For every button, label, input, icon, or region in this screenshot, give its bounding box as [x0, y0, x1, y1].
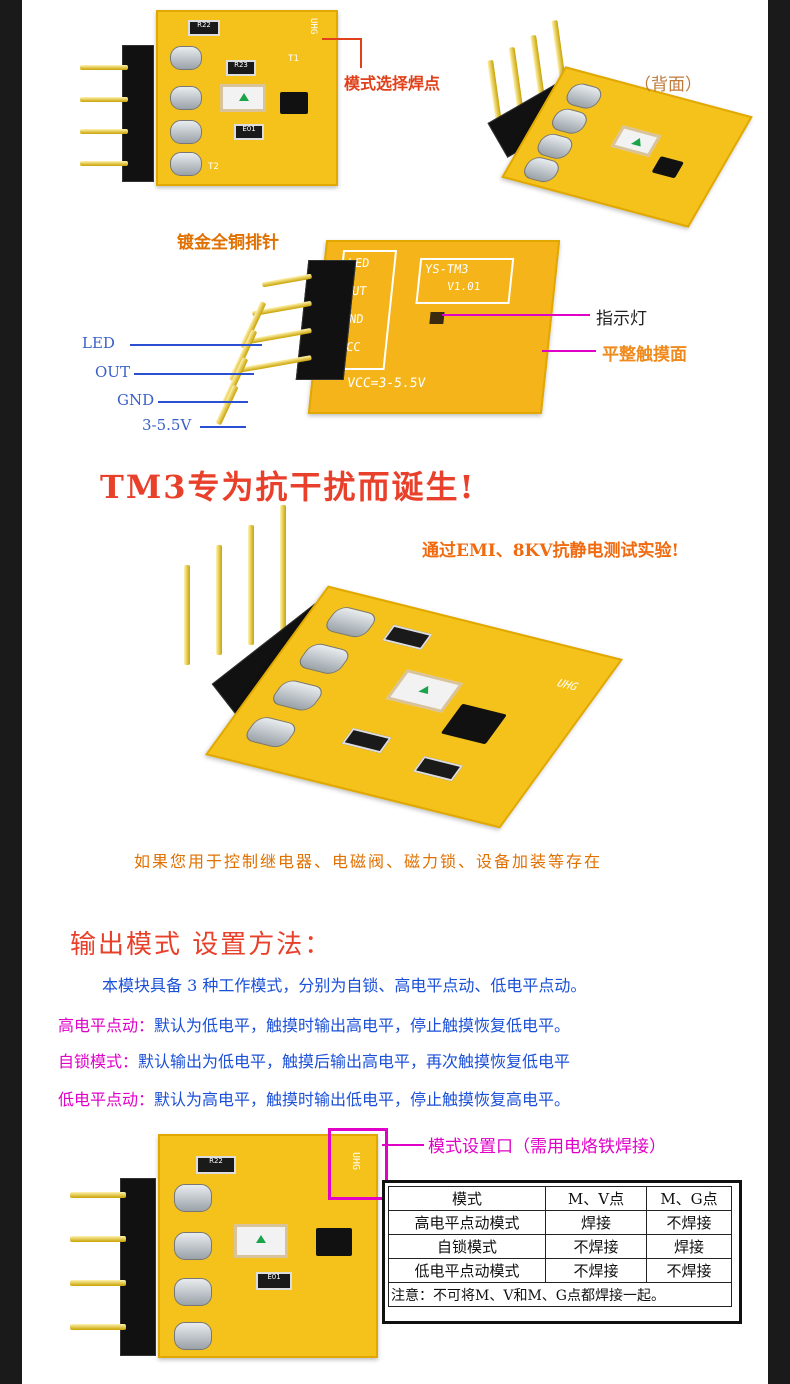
table-cell: 不焊接	[646, 1258, 732, 1283]
main-pcb: UHG	[205, 585, 623, 829]
bottom-board: R22 E01 UHG	[62, 1130, 382, 1365]
table-header-cell: 模式	[388, 1186, 546, 1211]
table-note-row: 注意：不可将M、V和M、G点都焊接一起。	[388, 1282, 732, 1307]
table-note: 注意：不可将M、V和M、G点都焊接一起。	[388, 1282, 732, 1307]
applications-text: 如果您用于控制继电器、电磁阀、磁力锁、设备加装等存在	[134, 852, 603, 871]
mode-label-high-pulse: 高电平点动：	[58, 1016, 155, 1035]
table-header-cell: M、G点	[646, 1186, 732, 1211]
bottom-silk-r22: R22	[209, 1157, 223, 1165]
resistor-r22: R22	[188, 20, 220, 36]
pinout-board: LED OUT GND VCC YS-TM3 V1.01 VCC=3-5.5V	[215, 240, 582, 440]
pin-label-gnd: GND	[117, 391, 155, 409]
table-row: 低电平点动模式 不焊接 不焊接	[388, 1258, 732, 1283]
pin-label-vcc: 3-5.5V	[142, 416, 192, 434]
mode-label-low-pulse: 低电平点动：	[58, 1090, 155, 1109]
table-cell: 焊接	[545, 1210, 647, 1235]
promo-headline: TM3专为抗干扰而诞生!	[100, 468, 476, 506]
bottom-silk-uhg: UHG	[350, 1152, 361, 1171]
table-cell: 焊接	[646, 1234, 732, 1259]
resistor-r23: R23	[226, 60, 256, 76]
indicator-label: 指示灯	[596, 309, 647, 329]
silk-t1: T1	[288, 54, 299, 64]
table-cell: 不焊接	[545, 1234, 647, 1259]
pcb: R22 R23 E01 UHG T1 T2	[156, 10, 338, 186]
table-cell: 自锁模式	[388, 1234, 546, 1259]
bottom-silk-e01: E01	[267, 1273, 281, 1281]
back-label: （背面）	[634, 75, 702, 95]
mode-desc-latch: 自锁模式：默认输出为低电平，触摸后输出高电平，再次触摸恢复低电平	[58, 1048, 570, 1072]
ic-chip	[280, 92, 308, 114]
pin-label-out: OUT	[95, 363, 130, 381]
settings-intro: 本模块具备 3 种工作模式，分别为自锁、高电平点动、低电平点动。	[102, 976, 587, 995]
table-cell: 高电平点动模式	[388, 1210, 546, 1235]
silk-model: YS-TM3	[424, 262, 470, 276]
table-cell: 不焊接	[646, 1210, 732, 1235]
top-board-front: R22 R23 E01 UHG T1 T2	[72, 10, 372, 190]
table-cell: 低电平点动模式	[388, 1258, 546, 1283]
mode-table: 模式 M、V点 M、G点 高电平点动模式 焊接 不焊接 自锁模式 不焊接 焊接 …	[388, 1186, 732, 1307]
product-page: R22 R23 E01 UHG T1 T2 模式选择焊点 （背面） 镀金全铜排针	[22, 0, 768, 1384]
silk-t2: T2	[208, 162, 219, 172]
table-row: 自锁模式 不焊接 焊接	[388, 1234, 732, 1259]
main-silk-uhg: UHG	[553, 676, 582, 694]
pin-label-led: LED	[82, 334, 115, 352]
mode-port-highlight	[328, 1128, 388, 1200]
promo-subline: 通过EMI、8KV抗静电测试实验!	[422, 541, 679, 561]
table-cell: 不焊接	[545, 1258, 647, 1283]
capacitor-e01: E01	[234, 124, 264, 140]
mode-text-low-pulse: 默认为高电平，触摸时输出低电平，停止触摸恢复高电平。	[154, 1090, 571, 1109]
table-row: 高电平点动模式 焊接 不焊接	[388, 1210, 732, 1235]
mode-text-high-pulse: 默认为低电平，触摸时输出高电平，停止触摸恢复低电平。	[154, 1016, 571, 1035]
table-header-row: 模式 M、V点 M、G点	[388, 1186, 732, 1211]
mode-text-latch: 默认输出为低电平，触摸后输出高电平，再次触摸恢复低电平	[138, 1052, 571, 1071]
mode-desc-low-pulse: 低电平点动：默认为高电平，触摸时输出低电平，停止触摸恢复高电平。	[58, 1086, 570, 1110]
mode-select-label: 模式选择焊点	[344, 74, 441, 93]
table-header-cell: M、V点	[545, 1186, 647, 1211]
silk-vcc-range: VCC=3-5.5V	[346, 376, 427, 391]
silk-version: V1.01	[446, 280, 482, 293]
touch-surface-label: 平整触摸面	[602, 345, 687, 365]
silk-r22: R22	[197, 21, 211, 29]
mode-label-latch: 自锁模式：	[58, 1052, 139, 1071]
main-board-photo: UHG	[172, 490, 623, 850]
silk-e01: E01	[242, 125, 256, 133]
indicator-led	[220, 84, 266, 112]
mode-desc-high-pulse: 高电平点动：默认为低电平，触摸时输出高电平，停止触摸恢复低电平。	[58, 1012, 570, 1036]
settings-title: 输出模式 设置方法：	[70, 930, 333, 960]
top-board-back	[452, 15, 753, 245]
gold-header-label: 镀金全铜排针	[177, 233, 279, 253]
silk-r23: R23	[234, 61, 248, 69]
silk-uhg: UHG	[308, 18, 318, 35]
mode-port-label: 模式设置口（需用电烙铁焊接）	[428, 1137, 666, 1157]
